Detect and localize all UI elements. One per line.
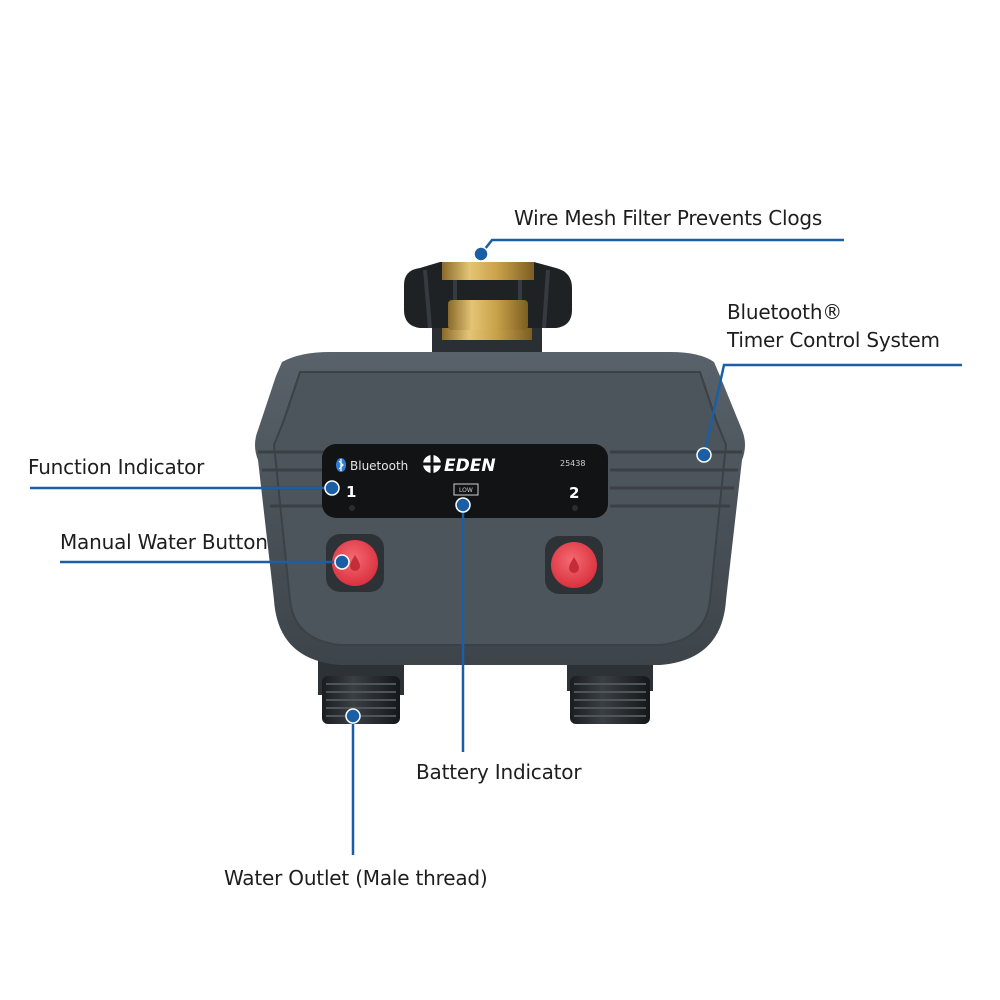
- zone-2-led: [572, 505, 578, 511]
- zone-1-led: [349, 505, 355, 511]
- panel-model-number: 25438: [560, 459, 585, 468]
- callout-dot-bluetooth: [696, 447, 712, 463]
- water-drop-icon: [569, 557, 579, 573]
- panel-brand: EDEN: [444, 456, 496, 476]
- water-inlet-fitting: [404, 262, 572, 362]
- battery-icon: LOW: [453, 483, 479, 496]
- water-outlet-left: [318, 655, 404, 724]
- water-drop-icon: [350, 555, 360, 571]
- callout-wire-mesh-filter: Wire Mesh Filter Prevents Clogs: [514, 206, 823, 230]
- callout-bluetooth-timer: Bluetooth® Timer Control System: [727, 298, 940, 354]
- callout-dots: [324, 246, 712, 724]
- callout-manual-water-button: Manual Water Button: [60, 530, 268, 554]
- callout-line-wire-mesh: [480, 238, 844, 255]
- low-battery-text: LOW: [459, 487, 473, 494]
- eden-logo-icon: [423, 455, 441, 473]
- manual-water-button-2[interactable]: [545, 536, 603, 594]
- callout-water-outlet: Water Outlet (Male thread): [224, 866, 488, 890]
- callout-bluetooth-line1: Bluetooth®: [727, 300, 843, 324]
- callout-dot-function: [324, 480, 340, 496]
- callout-battery-indicator: Battery Indicator: [416, 760, 582, 784]
- manual-water-button-1[interactable]: [326, 534, 384, 592]
- zone-1-label: 1: [346, 483, 356, 501]
- callout-dot-manual: [334, 554, 350, 570]
- bluetooth-icon: [336, 458, 346, 472]
- control-panel: Bluetooth EDEN 25438 1 2 LOW: [322, 444, 608, 518]
- callout-line-bluetooth: [702, 363, 962, 456]
- callout-function-indicator: Function Indicator: [28, 455, 205, 479]
- callout-dot-wire-mesh: [473, 246, 489, 262]
- callout-dot-battery: [455, 497, 471, 513]
- panel-bluetooth-text: Bluetooth: [350, 459, 408, 473]
- callout-bluetooth-line2: Timer Control System: [727, 328, 940, 352]
- water-outlet-right: [567, 655, 653, 724]
- zone-2-label: 2: [569, 484, 579, 502]
- callout-dot-outlet: [345, 708, 361, 724]
